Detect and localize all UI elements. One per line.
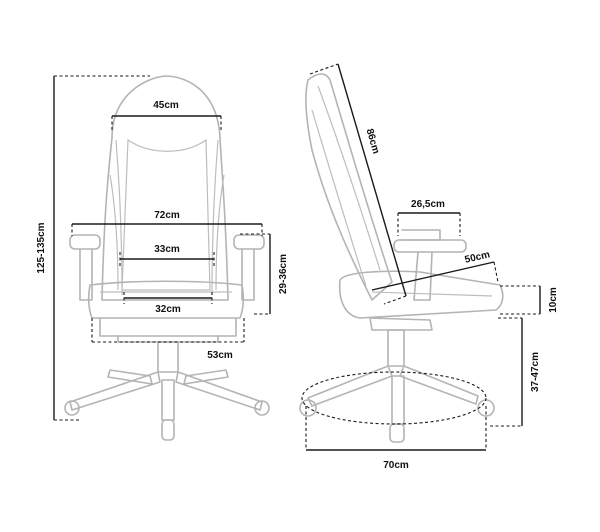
dim-backrest-height: 86cm — [309, 63, 407, 305]
side-chair-drawing — [299, 73, 504, 443]
label-armrest-pad: 26,5cm — [411, 199, 445, 210]
dim-base-diameter: 70cm — [301, 371, 487, 471]
dim-total-height: 125-135cm — [36, 75, 150, 421]
dim-armrest-height: 29-36cm — [240, 233, 289, 315]
dim-armrest-pad: 26,5cm — [397, 199, 461, 236]
label-backrest-width: 33cm — [154, 244, 180, 255]
label-overall-width: 72cm — [154, 210, 180, 221]
label-base-seat-width: 53cm — [207, 350, 233, 361]
front-chair-drawing — [64, 75, 270, 441]
label-base-diameter: 70cm — [383, 460, 409, 471]
label-headrest-width: 45cm — [153, 100, 179, 111]
label-armrest-height: 29-36cm — [278, 254, 289, 294]
dim-backrest-width: 33cm — [119, 244, 215, 266]
dim-seat-height: 37-47cm — [490, 317, 541, 427]
dim-headrest-width: 45cm — [111, 100, 222, 132]
label-total-height: 125-135cm — [36, 222, 47, 273]
label-backrest-height: 86cm — [364, 128, 382, 156]
label-seat-width: 32cm — [155, 304, 181, 315]
label-seat-height: 37-47cm — [530, 352, 541, 392]
dim-overall-width: 72cm — [71, 210, 263, 236]
dim-seat-width: 32cm — [123, 292, 213, 315]
dim-seat-thickness: 10cm — [500, 285, 559, 315]
dim-base-seat-width: 53cm — [91, 318, 245, 361]
label-seat-thickness: 10cm — [548, 287, 559, 313]
